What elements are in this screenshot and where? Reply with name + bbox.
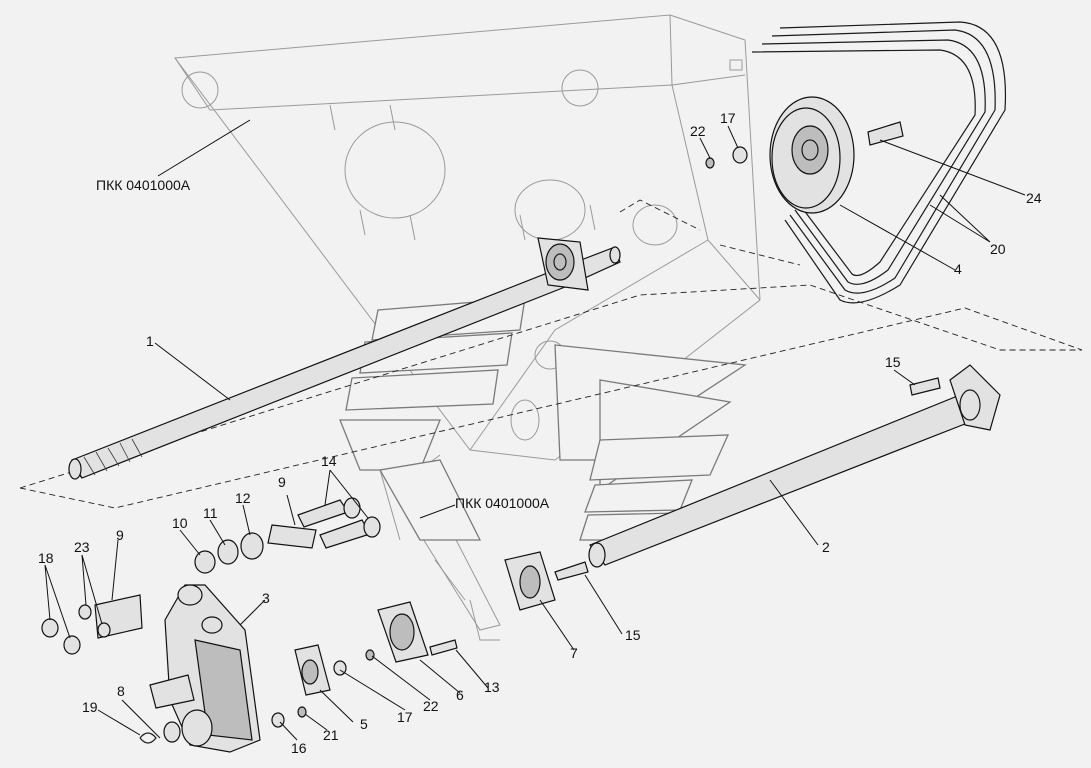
callout-1: 1 xyxy=(146,333,154,349)
callout-3: 3 xyxy=(262,590,270,606)
callout-9-lower: 9 xyxy=(116,527,124,543)
callout-16: 16 xyxy=(291,740,307,756)
callout-15-lower: 15 xyxy=(625,627,641,643)
leader-lines xyxy=(44,119,1026,741)
callout-10: 10 xyxy=(172,515,188,531)
callout-12: 12 xyxy=(235,490,251,506)
shaft-1 xyxy=(68,237,621,480)
pulley-hub xyxy=(791,125,829,175)
input-spline xyxy=(149,674,195,709)
plate-9-upper xyxy=(267,524,317,549)
callout-23: 23 xyxy=(74,539,90,555)
shaft-2 xyxy=(588,364,1001,568)
callouts: 1 2 3 4 5 6 7 8 9 9 10 11 12 13 14 15 15… xyxy=(38,110,1042,756)
callout-15-upper: 15 xyxy=(885,354,901,370)
callout-14: 14 xyxy=(321,453,337,469)
callout-24: 24 xyxy=(1026,190,1042,206)
bolt-13 xyxy=(429,639,458,656)
callout-13: 13 xyxy=(484,679,500,695)
callout-17-lower: 17 xyxy=(397,709,413,725)
callout-18: 18 xyxy=(38,550,54,566)
callout-17-upper: 17 xyxy=(720,110,736,126)
callout-8: 8 xyxy=(117,683,125,699)
gearbox-3 xyxy=(139,584,261,753)
callout-19: 19 xyxy=(82,699,98,715)
callout-4: 4 xyxy=(954,261,962,277)
frame-ref-upper: ПКК 0401000А xyxy=(96,177,191,193)
belt-drive xyxy=(751,21,1007,304)
callout-11: 11 xyxy=(203,505,218,521)
callout-2: 2 xyxy=(822,539,830,555)
callout-6: 6 xyxy=(456,687,464,703)
frame-ref-lower: ПКК 0401000А xyxy=(455,495,550,511)
callout-21: 21 xyxy=(323,727,339,743)
callout-5: 5 xyxy=(360,716,368,732)
bolts-and-plates xyxy=(41,497,381,655)
key-24 xyxy=(867,121,904,146)
callout-7: 7 xyxy=(570,645,578,661)
callout-9-upper: 9 xyxy=(278,474,286,490)
bolt-15-upper xyxy=(909,377,941,396)
upper-fasteners xyxy=(705,146,748,169)
bolt-15-lower xyxy=(554,561,589,581)
callout-20: 20 xyxy=(990,241,1006,257)
callout-22-lower: 22 xyxy=(423,698,439,714)
assembly-envelopes xyxy=(19,199,1083,509)
callout-22-upper: 22 xyxy=(690,123,706,139)
